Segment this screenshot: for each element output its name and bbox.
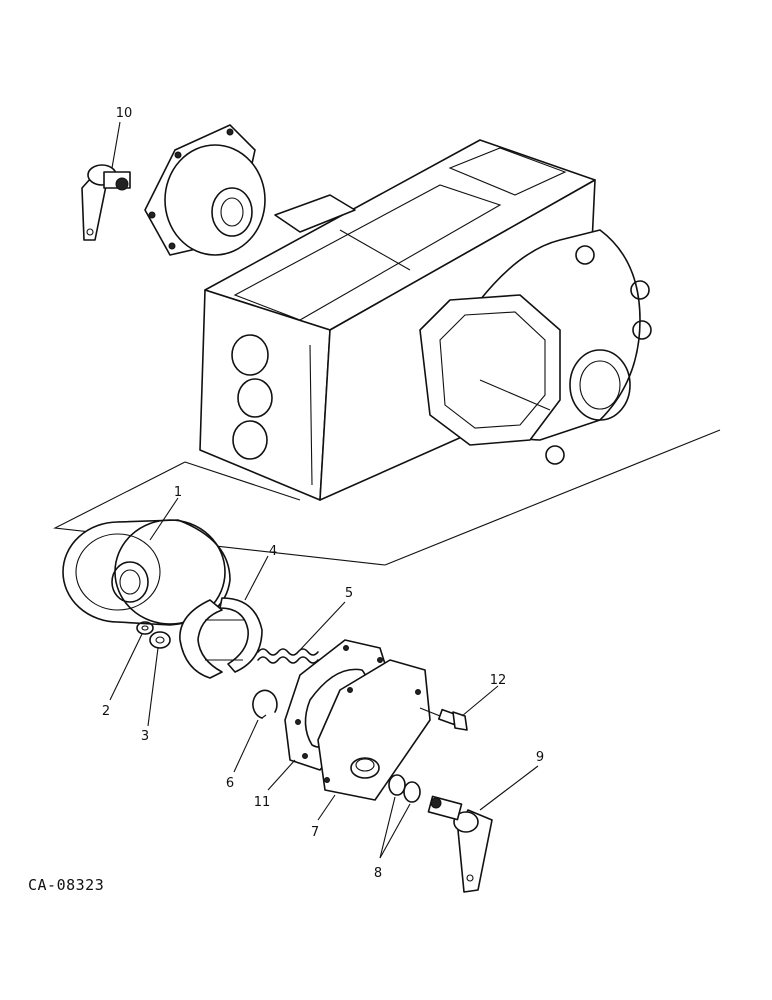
callout-4: 4 — [269, 544, 277, 559]
callout-7: 7 — [311, 825, 319, 840]
brake-drum — [62, 519, 231, 626]
callout-8: 8 — [374, 866, 382, 881]
upper-lever-shaft — [81, 164, 131, 241]
callout-1: 1 — [174, 485, 182, 500]
callout-10: 10 — [116, 106, 133, 121]
leader-lines — [109, 121, 539, 859]
bolt — [419, 707, 468, 731]
ground-plane-outline — [53, 429, 721, 566]
callout-12: 12 — [490, 673, 507, 688]
upper-brake-housing — [144, 124, 266, 256]
o-rings — [388, 774, 421, 803]
brake-shoes — [179, 597, 263, 679]
washer-flat — [149, 631, 171, 649]
callout-9: 9 — [536, 750, 544, 765]
snap-ring — [252, 689, 278, 719]
transmission-housing — [199, 139, 652, 501]
callout-11: 11 — [254, 795, 271, 810]
callout-6: 6 — [226, 776, 234, 791]
washer-small — [136, 621, 154, 635]
callout-3: 3 — [141, 729, 149, 744]
brake-cover-plate — [317, 659, 431, 801]
reference-code: CA-08323 — [28, 876, 104, 894]
callout-2: 2 — [102, 704, 110, 719]
lower-lever-shaft — [427, 795, 493, 893]
callout-labels: 1 2 3 4 5 6 7 8 9 10 11 12 — [102, 106, 544, 881]
spring — [257, 648, 319, 664]
callout-5: 5 — [345, 586, 353, 601]
